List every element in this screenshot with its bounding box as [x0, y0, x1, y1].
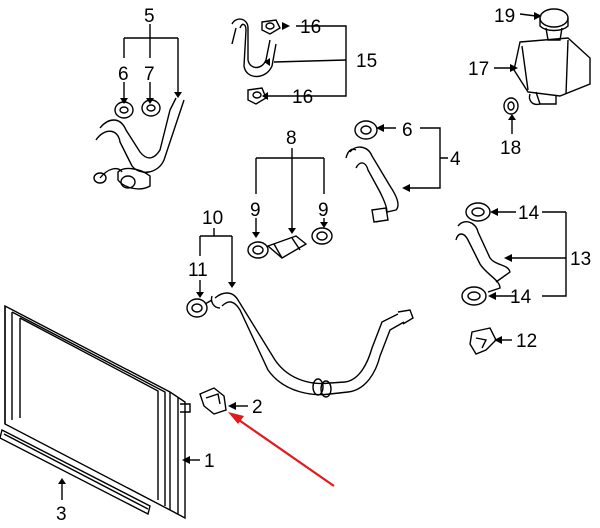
clamp-9-left — [247, 241, 269, 259]
clamp-16-bottom — [247, 87, 267, 105]
label-part-17: 17 — [468, 59, 489, 80]
label-part-9-right: 9 — [318, 200, 329, 221]
hose-15 — [231, 18, 277, 78]
label-part-11: 11 — [188, 260, 208, 281]
clamp-14-top — [465, 202, 491, 222]
label-part-16-top: 16 — [300, 17, 321, 38]
radiator — [4, 304, 191, 520]
hose-4 — [345, 146, 399, 223]
label-part-3: 3 — [56, 504, 67, 525]
label-part-14-bottom: 14 — [510, 287, 532, 308]
clamp-16-top — [261, 19, 281, 35]
label-part-13: 13 — [570, 249, 591, 270]
clamp-14-bottom — [461, 286, 487, 306]
label-part-5: 5 — [144, 6, 155, 27]
hose-13 — [455, 221, 511, 293]
clamp-6-right — [354, 120, 378, 140]
clamp-9-right — [311, 227, 333, 245]
label-part-10: 10 — [202, 208, 223, 229]
label-part-2: 2 — [252, 397, 263, 418]
label-part-15: 15 — [356, 51, 377, 72]
clamp-7 — [141, 99, 161, 117]
hose-5 — [93, 97, 185, 190]
label-part-18: 18 — [500, 138, 521, 159]
label-part-19: 19 — [494, 6, 515, 27]
label-part-16-bottom: 16 — [292, 87, 313, 108]
label-part-7: 7 — [144, 64, 155, 85]
clamp-6-left — [114, 101, 134, 119]
bracket-12 — [469, 327, 497, 355]
fitting-2 — [199, 387, 227, 415]
label-part-6-right: 6 — [402, 120, 413, 141]
seal-strip — [0, 428, 151, 516]
label-part-4: 4 — [450, 149, 461, 170]
label-part-14-top: 14 — [518, 203, 540, 224]
label-part-1: 1 — [204, 451, 215, 472]
clamp-11 — [186, 298, 213, 318]
label-part-8: 8 — [286, 128, 297, 149]
sensor-18 — [503, 97, 519, 115]
highlight-arrow — [228, 412, 335, 487]
lower-hose — [210, 292, 414, 398]
hose-8 — [266, 235, 308, 259]
expansion-tank — [513, 8, 591, 106]
label-part-12: 12 — [516, 331, 537, 352]
label-part-9-left: 9 — [250, 200, 261, 221]
label-part-6-left: 6 — [118, 64, 129, 85]
